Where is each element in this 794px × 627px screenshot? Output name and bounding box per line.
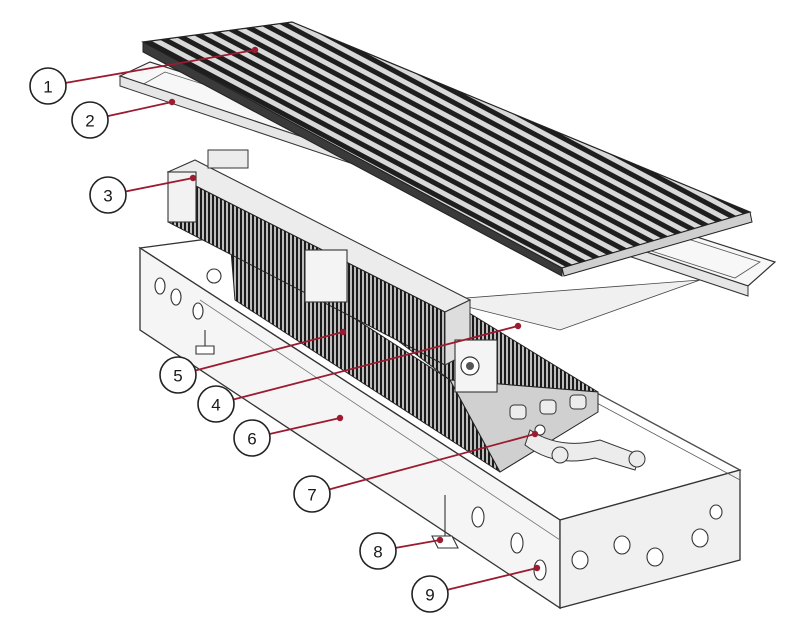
- leader-line-1: [65, 49, 256, 84]
- callout-number: 4: [211, 396, 220, 415]
- callout-circle: [159, 356, 197, 394]
- leader-dot-6: [336, 414, 344, 422]
- callout-circle: [233, 419, 271, 457]
- leader-line-6: [269, 417, 341, 435]
- leader-line-4: [233, 325, 519, 401]
- callout-markers: 1 2 3 4 5 6 7 8 9: [29, 67, 449, 613]
- callout-circle: [89, 176, 127, 214]
- leader-line-5: [195, 331, 344, 372]
- callout-number: 5: [173, 367, 182, 386]
- callout-7: 7: [293, 475, 331, 513]
- callout-number: 8: [373, 543, 382, 562]
- callout-4: 4: [197, 385, 235, 423]
- callout-number: 9: [425, 586, 434, 605]
- knockout-holes: [154, 268, 723, 581]
- leader-dot-9: [533, 564, 541, 572]
- callout-circle: [359, 532, 397, 570]
- leader-line-2: [107, 101, 173, 118]
- callout-number: 1: [43, 78, 52, 97]
- callout-2: 2: [71, 101, 109, 139]
- callout-circle: [71, 101, 109, 139]
- leader-dot-3: [189, 174, 197, 182]
- leader-dot-8: [436, 536, 444, 544]
- linear-grille: [141, 21, 753, 277]
- leader-dot-5: [339, 328, 347, 336]
- callout-5: 5: [159, 356, 197, 394]
- callout-3: 3: [89, 176, 127, 214]
- callout-circle: [29, 67, 67, 105]
- callout-6: 6: [233, 419, 271, 457]
- callout-number: 7: [307, 486, 316, 505]
- leader-line-8: [395, 539, 441, 549]
- leader-dot-2: [168, 98, 176, 106]
- callout-number: 2: [85, 112, 94, 131]
- fan-module: [166, 149, 498, 393]
- callout-number: 3: [103, 187, 112, 206]
- leader-lines: [65, 46, 541, 591]
- leader-line-7: [329, 433, 536, 491]
- callout-number: 6: [247, 430, 256, 449]
- callout-1: 1: [29, 67, 67, 105]
- callout-9: 9: [411, 575, 449, 613]
- leader-dot-1: [251, 46, 259, 54]
- leader-line-3: [125, 177, 194, 193]
- leader-line-9: [447, 567, 538, 591]
- leader-dot-4: [514, 322, 522, 330]
- callout-circle: [293, 475, 331, 513]
- callout-circle: [197, 385, 235, 423]
- callout-circle: [411, 575, 449, 613]
- leader-dot-7: [531, 430, 539, 438]
- callout-8: 8: [359, 532, 397, 570]
